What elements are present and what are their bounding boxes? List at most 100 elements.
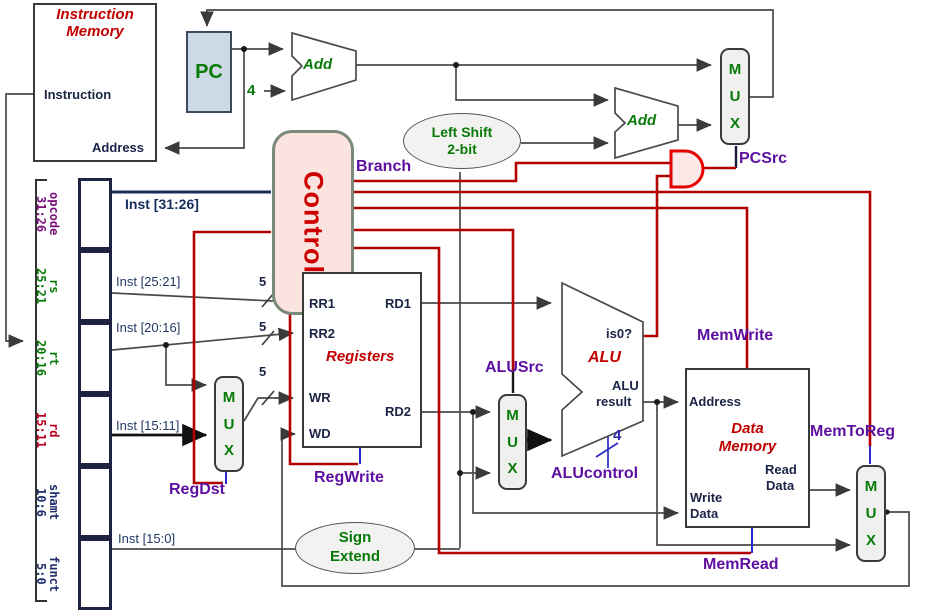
wire-writeback xyxy=(280,427,910,587)
sign-extend-block: Sign Extend xyxy=(295,522,415,574)
mux-letter: U xyxy=(507,433,518,451)
dm-read-port-line2: Data xyxy=(766,478,795,493)
wire-regdst xyxy=(192,230,271,485)
mux-letter: M xyxy=(506,406,519,424)
dot-aluresult xyxy=(654,399,660,405)
wire-alusrc xyxy=(353,228,515,371)
alu-result-line2: result xyxy=(596,394,632,409)
dm-address-port: Address xyxy=(689,394,742,409)
dot-rd2 xyxy=(470,409,476,415)
field-box-opcode xyxy=(78,178,112,250)
field-bits: 15:11 xyxy=(34,411,48,449)
wire-regwrite xyxy=(288,300,358,466)
wire-memwrite xyxy=(353,206,749,369)
sign-extend-line2: Extend xyxy=(329,548,380,565)
wire-add1-to-add2 xyxy=(455,65,609,107)
pc-label: PC xyxy=(195,60,223,83)
wire-inst20-to-regdst-mux xyxy=(165,345,207,392)
add2-label: Add xyxy=(627,112,657,129)
data-memory-title2: Memory xyxy=(718,438,777,455)
mux-regdst: M U X xyxy=(214,376,244,472)
wr-port: WR xyxy=(309,390,331,405)
dot-inst20 xyxy=(163,342,169,348)
mux-letter: U xyxy=(223,415,235,433)
mux-letter: U xyxy=(865,505,877,522)
mux-letter: M xyxy=(864,478,878,495)
field-label-shamt: shamt 10:6 xyxy=(34,466,61,538)
wd-port: WD xyxy=(309,426,331,441)
dot-signextend xyxy=(457,470,463,476)
field-label-opcode: opcode 31:26 xyxy=(34,178,61,250)
data-memory-block xyxy=(685,368,810,528)
dot-pc-out xyxy=(241,46,247,52)
registers-block xyxy=(302,272,422,448)
mux-alusrc: M U X xyxy=(498,394,527,490)
wire-branch xyxy=(353,161,670,183)
wire-aluresult-to-memtoreg-mux xyxy=(656,402,851,552)
field-label-rs: rs 25:21 xyxy=(34,250,61,322)
memwrite-signal-label: MemWrite xyxy=(697,327,774,344)
mux-letter: M xyxy=(222,388,236,406)
adder2-shape xyxy=(614,86,679,160)
field-label-funct: funct 5:0 xyxy=(34,538,61,610)
wire-inst25-rr1 xyxy=(111,292,294,309)
add1-label: Add xyxy=(303,56,333,73)
mux-letter: X xyxy=(507,460,518,478)
wire-pc-feedback xyxy=(200,9,774,98)
left-shift-block: Left Shift 2-bit xyxy=(403,113,521,169)
left-shift-line2: 2-bit xyxy=(447,141,477,157)
data-memory-title1: Data xyxy=(731,420,764,437)
wire-rd2-to-writedata xyxy=(472,412,679,520)
alu-result-line1: ALU xyxy=(612,378,639,393)
inst-20-16-label: Inst [20:16] xyxy=(116,320,181,335)
thick-wires xyxy=(112,423,553,452)
dm-write-port-line1: Write xyxy=(690,490,723,505)
field-box-shamt xyxy=(78,466,112,538)
and-gate xyxy=(669,149,705,189)
field-bits: 5:0 xyxy=(34,563,48,585)
field-name: opcode xyxy=(47,192,61,236)
regdst-signal-label: RegDst xyxy=(169,481,226,498)
adder1-shape xyxy=(291,31,357,102)
slash-five-rr2 xyxy=(261,330,275,346)
left-shift-line1: Left Shift xyxy=(431,123,493,140)
field-bits: 31:26 xyxy=(34,195,48,233)
alucontrol-signal-label: ALUcontrol xyxy=(551,465,639,482)
mux-letter: U xyxy=(729,88,741,105)
rr1-port: RR1 xyxy=(309,296,336,311)
field-box-funct xyxy=(78,538,112,610)
wire-memread xyxy=(353,246,751,555)
bus-five-wr: 5 xyxy=(259,364,267,379)
instruction-memory-title: Instruction Memory xyxy=(56,6,134,41)
wire-memtoreg xyxy=(353,190,872,446)
const-four-alu: 4 xyxy=(613,427,622,444)
data-wires xyxy=(5,9,910,587)
wire-pc-to-address xyxy=(164,49,245,155)
field-name: rs xyxy=(47,278,61,294)
rr2-port: RR2 xyxy=(309,326,336,341)
field-name: rd xyxy=(47,422,61,438)
field-name: rt xyxy=(47,350,61,366)
mux-letter: M xyxy=(728,61,742,78)
mux-memtoreg: M U X xyxy=(856,465,886,562)
address-port: Address xyxy=(92,140,145,155)
mux-letter: X xyxy=(223,442,234,460)
slash-five-wr xyxy=(261,390,275,406)
inst-15-0-label: Inst [15:0] xyxy=(118,531,176,546)
rd2-port: RD2 xyxy=(385,404,412,419)
control-wires xyxy=(192,161,872,555)
field-bits: 10:6 xyxy=(34,487,48,517)
pcsrc-signal-label: PCSrc xyxy=(739,150,788,167)
sign-extend-line1: Sign xyxy=(338,529,372,547)
mux-pcsrc: M U X xyxy=(720,48,750,145)
slash-alucontrol xyxy=(595,442,619,458)
dot-add1-out xyxy=(453,62,459,68)
field-label-rd: rd 15:11 xyxy=(34,394,61,466)
alu-iszero-label: is0? xyxy=(606,326,633,341)
wire-regdst-mux-to-wr xyxy=(243,391,294,422)
instruction-memory-block xyxy=(33,3,157,162)
field-box-rt xyxy=(78,322,112,394)
control-label: Control xyxy=(298,171,329,274)
